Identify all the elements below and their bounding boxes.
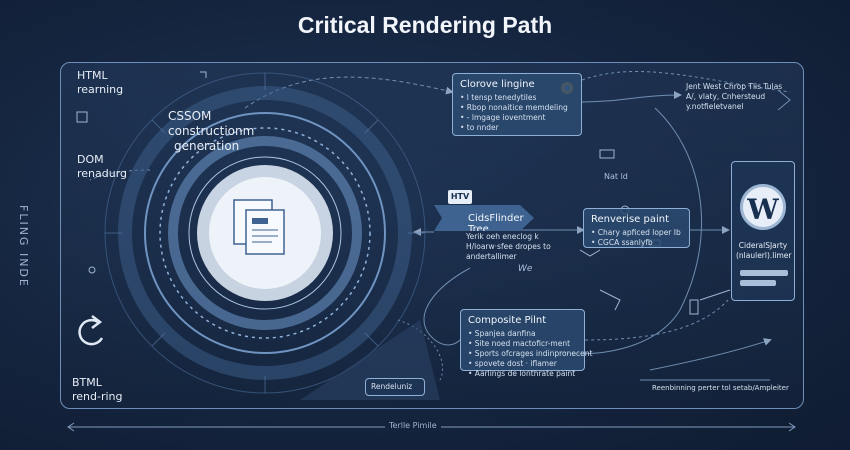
composite-paint-box: Composite Pilnt • Spanjea danfina • Site… [460, 309, 593, 378]
composite-paint-line: • spovete dost · iflamer [468, 359, 557, 368]
wordpress-card: W CideralSJarty (nlaulerl).limer [731, 161, 795, 301]
chrome-engine-line: • Rbop nonaitice memdeling [460, 103, 568, 112]
top-right-note-line: y.notfieletvanel [686, 102, 744, 111]
cssom-line-2: generation [174, 139, 240, 153]
side-axis-label: FLING INDE [17, 205, 30, 288]
chrome-engine-line: • to nnder [460, 123, 499, 132]
chrome-engine-line: • l tensp tenedytiles [460, 93, 537, 102]
composite-paint-line: • Spanjea danfina [468, 329, 536, 338]
chrome-engine-title: Clorove lingine [460, 79, 535, 90]
btml-title: BTML [72, 376, 102, 389]
composite-paint-line: • Sports ofcrages indinpronecent [468, 349, 593, 358]
html-title: HTML [77, 69, 108, 82]
chrome-engine-box: Clorove lingine • l tensp tenedytiles • … [452, 73, 582, 136]
rendeluniz-box: Rendeluniz [365, 378, 425, 396]
render-tree-arrow: CidsFlinder Tree [434, 205, 534, 231]
nat-ld-label: Nat ld [604, 172, 628, 181]
we-label: We [518, 264, 533, 274]
top-right-note-line: Jent West Chrop Tlis Tulas [686, 82, 783, 91]
render-tree-line: H/loarw·sfee dropes to [466, 242, 551, 251]
wordpress-logo-icon: W [740, 184, 786, 230]
top-right-note: Jent West Chrop Tlis Tulas A/, vlaty, Cn… [686, 82, 782, 112]
cssom-line-1: constructionm [168, 124, 255, 138]
renbinning-note: Reenbinning perter tol setab/Ampleiter [652, 384, 789, 392]
page-title: Critical Rendering Path [297, 12, 553, 38]
cssom-title: CSSOM [168, 109, 212, 123]
btml-subtitle: rend-ring [72, 390, 123, 403]
reverse-paint-box: Renverise paint • Chary apficed loper Ib… [583, 208, 690, 248]
render-tree-line: Yerik oeh eneclog k [466, 232, 539, 241]
wordpress-caption: CideralSJarty (nlaulerl).limer [736, 241, 792, 261]
bottom-axis-label: Terlle Pimile [385, 421, 441, 430]
render-tree-line: andertallimer [466, 252, 517, 261]
refresh-icon [78, 315, 104, 346]
composite-paint-line: • Site noed mactoficr-ment [468, 339, 571, 348]
btml-label: BTML rend-ring [72, 376, 123, 404]
wordpress-bar [740, 270, 788, 276]
top-right-note-line: A/, vlaty, Cnhersteud [686, 92, 766, 101]
cssom-label: CSSOM constructionm generation [168, 109, 254, 154]
dom-label: DOM renadurg [77, 153, 127, 181]
wordpress-bar [740, 280, 776, 286]
html-badge-icon: HTV [448, 190, 472, 204]
wordpress-caption-line: (nlaulerl).limer [736, 251, 792, 260]
reverse-paint-line: • Chary apficed loper Ib [591, 228, 681, 237]
html-label: HTML rearning [77, 69, 123, 97]
rendeluniz-label: Rendeluniz [371, 382, 413, 391]
reverse-paint-line: • CGCA ssanlyfb [591, 238, 653, 247]
wordpress-caption-line: CideralSJarty [738, 241, 788, 250]
composite-paint-title: Composite Pilnt [468, 315, 547, 326]
render-tree-title: CidsFlinder Tree [468, 213, 524, 235]
dom-subtitle: renadurg [77, 167, 128, 180]
composite-paint-line: • Aarlings de lonthrate paint [468, 369, 576, 378]
html-subtitle: rearning [77, 83, 124, 96]
render-tree-notes: Yerik oeh eneclog k H/loarw·sfee dropes … [466, 232, 551, 262]
reverse-paint-title: Renverise paint [591, 214, 670, 225]
document-stack-icon [233, 199, 285, 255]
chrome-engine-line: • - lmgage ioventment [460, 113, 546, 122]
dom-title: DOM [77, 153, 104, 166]
